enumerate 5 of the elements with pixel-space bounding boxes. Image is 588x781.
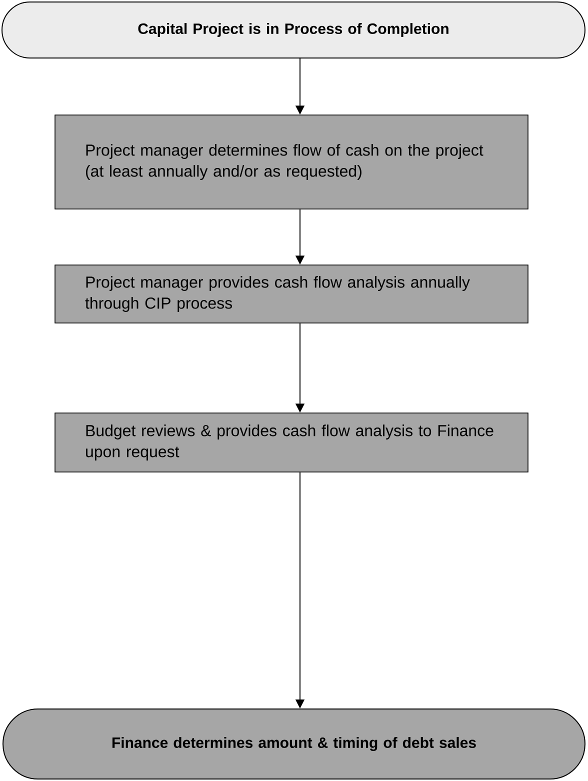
terminator-box: Finance determines amount & timing of debt sales [2, 708, 586, 780]
process-box: Project manager determines flow of cash on the project (at least annually and/or as requested) [54, 114, 528, 210]
terminator-box: Capital Project is in Process of Completion [2, 2, 586, 58]
process-box: Project manager provides cash flow analysis annually through CIP process [54, 264, 528, 324]
process-box: Budget reviews & provides cash flow analysis to Finance upon request [54, 412, 528, 472]
